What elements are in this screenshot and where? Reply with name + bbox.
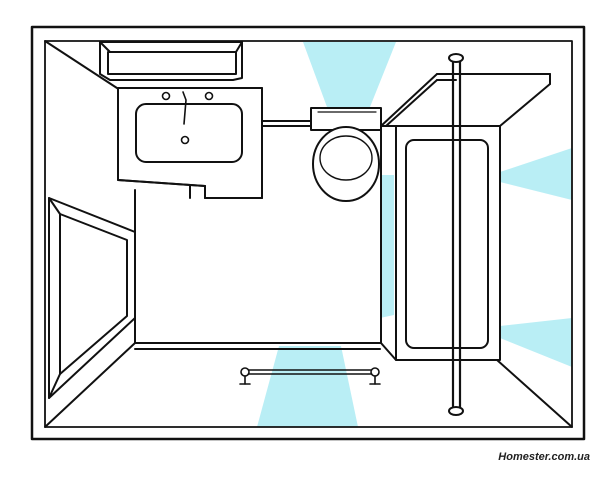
beam-left-tub bbox=[380, 175, 394, 318]
beam-bottom bbox=[257, 346, 358, 427]
outer-wall bbox=[30, 25, 586, 441]
faucet bbox=[161, 91, 214, 125]
vanity-sink bbox=[117, 87, 263, 199]
beam-right-upper bbox=[500, 148, 572, 200]
beam-top bbox=[303, 42, 396, 107]
shower-rod bbox=[448, 53, 464, 416]
inner-wall bbox=[44, 40, 573, 428]
wall-cabinet bbox=[99, 41, 243, 81]
towel-bar bbox=[239, 367, 381, 385]
credit-label: Homester.com.ua bbox=[498, 451, 590, 463]
left-wall-perspective bbox=[48, 197, 136, 399]
toilet bbox=[310, 107, 382, 202]
light-beams bbox=[257, 42, 572, 427]
beam-right-lower bbox=[500, 318, 572, 367]
bathtub bbox=[380, 73, 551, 361]
